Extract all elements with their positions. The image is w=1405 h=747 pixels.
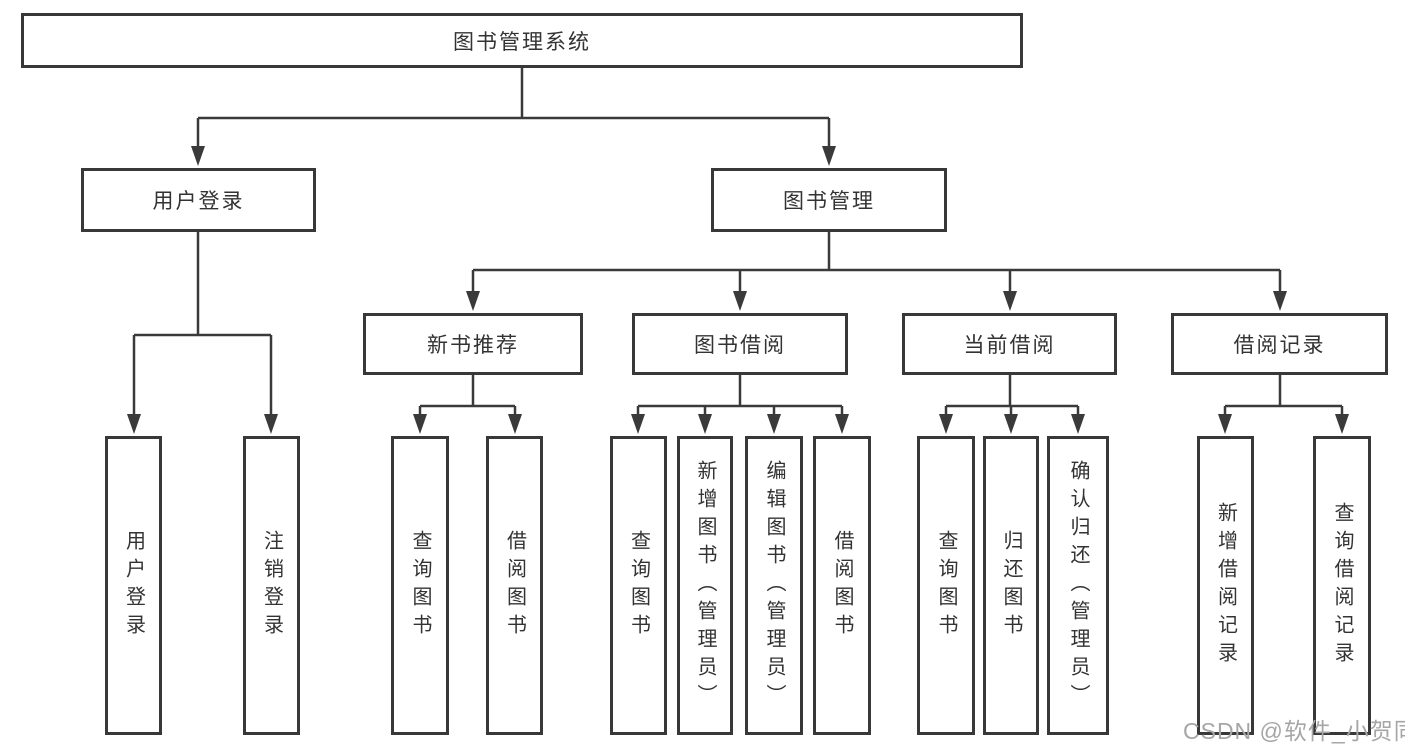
- node-label: 借阅图书: [503, 529, 526, 642]
- connector-user-login: [132, 232, 273, 418]
- arrowhead-icon: [835, 414, 849, 434]
- node-label: 查询图书: [409, 529, 431, 642]
- node-label: 当前借阅: [963, 334, 1056, 357]
- node-borrow-edit-books-admin: 编辑图书（管理员）: [745, 436, 803, 735]
- node-label: 用户登录: [152, 190, 245, 213]
- connector-root: [196, 68, 831, 150]
- node-records-add-record: 新增借阅记录: [1197, 436, 1254, 735]
- node-label: 新书推荐: [427, 334, 519, 357]
- arrowhead-icon: [1335, 414, 1349, 434]
- node-borrow-borrow-books: 借阅图书: [813, 436, 871, 735]
- node-borrow-add-books-admin: 新增图书（管理员）: [677, 436, 733, 735]
- node-label: 确认归还（管理员）: [1067, 459, 1089, 712]
- node-records-query-record: 查询借阅记录: [1313, 436, 1371, 735]
- arrowhead-icon: [127, 414, 141, 434]
- arrowhead-icon: [1004, 414, 1018, 434]
- node-new-book-recommendation: 新书推荐: [363, 313, 583, 375]
- node-label: 编辑图书（管理员）: [763, 459, 785, 712]
- connector-borrowing: [636, 375, 844, 418]
- node-recommend-query-books: 查询图书: [391, 436, 449, 735]
- node-label: 借阅图书: [831, 529, 853, 642]
- node-current-borrowing: 当前借阅: [902, 313, 1117, 375]
- node-current-query-books: 查询图书: [917, 436, 975, 735]
- node-label: 新增图书（管理员）: [694, 459, 716, 712]
- node-borrowing-records: 借阅记录: [1171, 313, 1388, 375]
- connector-current-borrowing: [944, 375, 1080, 418]
- arrowhead-icon: [413, 414, 427, 434]
- arrowhead-icon: [1273, 291, 1287, 311]
- arrowhead-icon: [191, 146, 205, 166]
- node-label: 查询图书: [935, 529, 957, 642]
- node-user-login-branch: 用户登录: [81, 168, 316, 232]
- arrowhead-icon: [767, 414, 781, 434]
- watermark: CSDN @软件_小贺同学: [1183, 718, 1405, 744]
- node-user-login-action: 用户登录: [105, 436, 162, 735]
- node-label: 归还图书: [1000, 529, 1022, 642]
- arrowhead-icon: [508, 414, 522, 434]
- connector-book-management: [471, 232, 1282, 295]
- arrowhead-icon: [264, 414, 278, 434]
- node-current-confirm-return-admin: 确认归还（管理员）: [1047, 436, 1109, 735]
- connector-recommendation: [418, 375, 517, 418]
- arrowhead-icon: [939, 414, 953, 434]
- node-recommend-borrow-books: 借阅图书: [486, 436, 543, 735]
- node-label: 借阅记录: [1233, 334, 1326, 357]
- node-borrow-query-books: 查询图书: [610, 436, 667, 735]
- node-label: 新增借阅记录: [1214, 501, 1237, 670]
- node-logout: 注销登录: [243, 436, 300, 735]
- connector-borrowing-records: [1223, 375, 1344, 418]
- node-label: 注销登录: [260, 529, 283, 642]
- arrowhead-icon: [466, 291, 480, 311]
- node-book-borrowing: 图书借阅: [632, 313, 848, 375]
- arrowhead-icon: [822, 146, 836, 166]
- arrowhead-icon: [1218, 414, 1232, 434]
- arrowhead-icon: [733, 291, 747, 311]
- arrowhead-icon: [1003, 291, 1017, 311]
- node-label: 图书管理: [783, 190, 875, 213]
- node-label: 查询借阅记录: [1331, 501, 1353, 670]
- node-label: 用户登录: [122, 529, 145, 642]
- node-current-return-books: 归还图书: [983, 436, 1039, 735]
- node-book-management: 图书管理: [711, 168, 947, 232]
- arrowhead-icon: [698, 414, 712, 434]
- node-label: 图书管理系统: [453, 30, 591, 54]
- node-label: 查询图书: [627, 529, 650, 642]
- arrowhead-icon: [631, 414, 645, 434]
- node-label: 图书借阅: [694, 334, 786, 357]
- arrowhead-icon: [1071, 414, 1085, 434]
- node-library-management-system: 图书管理系统: [21, 13, 1023, 68]
